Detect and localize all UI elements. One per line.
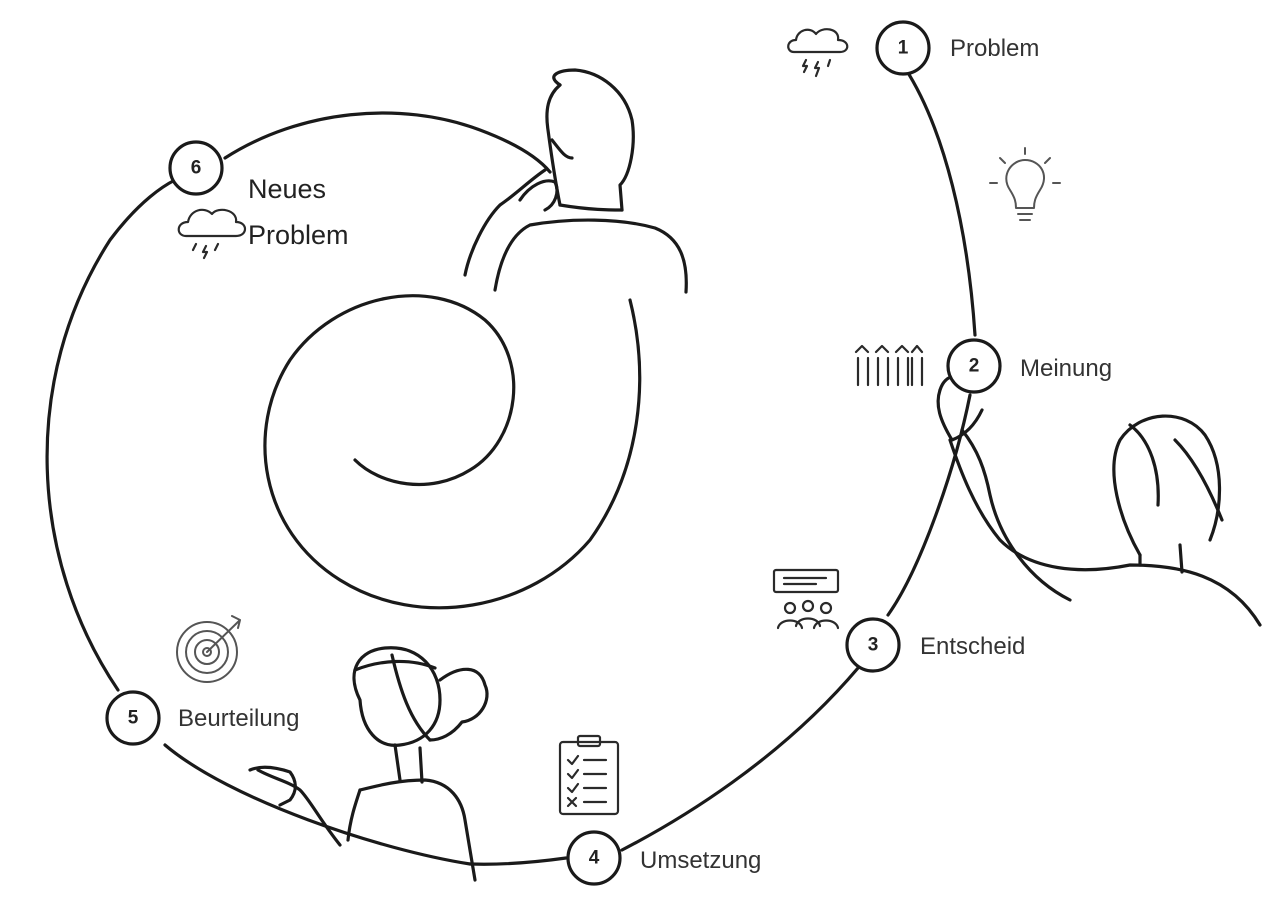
step-label-neues: Neues: [248, 174, 326, 204]
target-icon: [176, 615, 241, 683]
woman-raising-hand-illustration: [936, 374, 1262, 627]
step-node-5: 5: [105, 690, 161, 746]
step-label-umsetzung: Umsetzung: [640, 847, 761, 874]
step-label-beurteilung: Beurteilung: [178, 705, 299, 732]
checklist-clipboard-icon: [558, 734, 620, 816]
step-label-meinung: Meinung: [1020, 355, 1112, 382]
step-number: 2: [969, 356, 980, 377]
cycle-path: [45, 66, 977, 866]
inner-spiral: [263, 294, 642, 610]
step-node-4: 4: [566, 830, 622, 886]
step-node-3: 3: [845, 617, 901, 673]
step-number: 6: [191, 158, 202, 179]
woman-pointing-illustration: [248, 646, 489, 882]
thinking-person-illustration: [463, 68, 688, 294]
step-label-entscheid: Entscheid: [920, 633, 1025, 660]
step-number: 3: [868, 635, 879, 656]
step-node-2: 2: [946, 338, 1002, 394]
meeting-presentation-icon: [772, 568, 840, 630]
step-number: 5: [128, 708, 139, 729]
step-label-problem: Problem: [950, 35, 1039, 62]
raised-hands-icon: [854, 344, 924, 387]
storm-cloud-icon-2: [177, 208, 247, 260]
step-number: 1: [898, 38, 909, 59]
step-label-problem-2: Problem: [248, 220, 349, 250]
lightbulb-icon: [989, 147, 1061, 221]
storm-cloud-icon: [787, 28, 849, 78]
step-number: 4: [589, 848, 600, 869]
step-node-1: 1: [875, 20, 931, 76]
step-node-6: 6: [168, 140, 224, 196]
